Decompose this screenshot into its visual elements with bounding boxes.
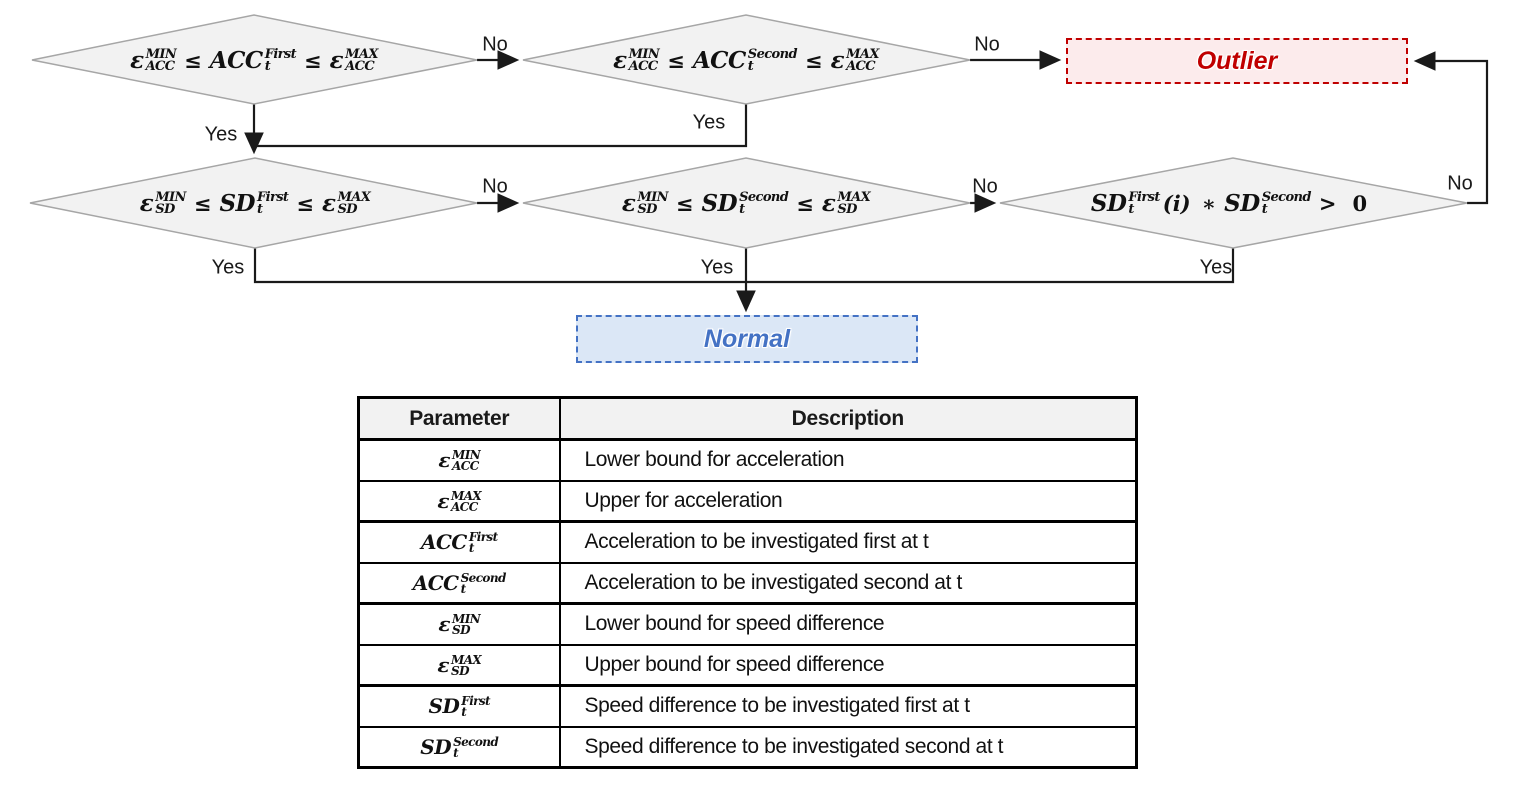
- diamond-acc-first-shape: [31, 14, 478, 105]
- connector-d2-yes-join: [255, 104, 748, 148]
- description-cell: Acceleration to be investigated first at…: [558, 520, 1138, 564]
- diamond-acc-second-shape: [522, 14, 971, 105]
- description-cell: Speed difference to be investigated seco…: [558, 725, 1138, 769]
- description-cell: Acceleration to be investigated second a…: [558, 561, 1138, 605]
- table-header-row: Parameter Description: [357, 396, 1138, 441]
- connector-d3-yes-join: [253, 248, 746, 284]
- column-header-parameter: Parameter: [357, 396, 561, 441]
- flow-label-no-1: No: [482, 33, 508, 56]
- outlier-box: Outlier: [1066, 38, 1408, 84]
- description-cell: Speed difference to be investigated firs…: [558, 684, 1138, 728]
- outlier-label: Outlier: [1196, 46, 1278, 75]
- flow-label-yes-3: Yes: [211, 256, 245, 279]
- flow-label-no-2: No: [974, 33, 1000, 56]
- flow-label-yes-4: Yes: [700, 256, 734, 279]
- flow-label-yes-2: Yes: [692, 111, 726, 134]
- description-cell: Lower bound for speed difference: [558, 602, 1138, 646]
- description-cell: Upper bound for speed difference: [558, 643, 1138, 687]
- flow-label-no-4: No: [972, 175, 998, 198]
- connector-d5-yes-join: [746, 248, 1235, 284]
- column-header-description: Description: [558, 396, 1138, 441]
- flow-label-yes-5: Yes: [1199, 256, 1233, 279]
- flow-label-no-5: No: [1447, 172, 1473, 195]
- normal-box: Normal: [576, 315, 918, 363]
- flow-label-yes-1: Yes: [204, 123, 238, 146]
- connector-d5-no-outlier: [1413, 51, 1489, 205]
- flow-label-no-3: No: [482, 175, 508, 198]
- diamond-sd-first-shape: [29, 157, 478, 249]
- diamond-sd-second-shape: [522, 157, 971, 249]
- diamond-sd-product-shape: [999, 157, 1468, 249]
- description-cell: Lower bound for acceleration: [558, 438, 1138, 482]
- normal-label: Normal: [703, 324, 791, 353]
- description-cell: Upper for acceleration: [558, 479, 1138, 523]
